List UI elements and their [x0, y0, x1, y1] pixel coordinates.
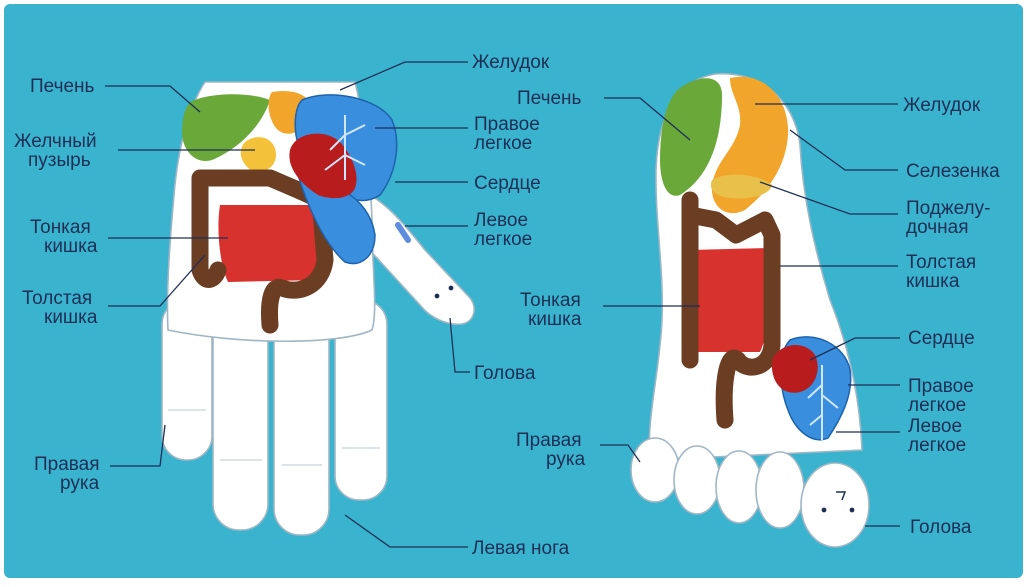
foot-label-right-arm-1: Правая [516, 430, 582, 451]
foot-label-right-lung-2: легкое [908, 395, 966, 416]
hand-label-left-lung-2: легкое [474, 229, 532, 250]
hand-label-heart: Сердце [474, 173, 541, 194]
foot-label-head: Голова [910, 517, 972, 538]
foot-label-right-arm-2: рука [546, 449, 586, 470]
hand-label-right-lung-1: Правое [474, 114, 540, 135]
hand-head-eye-left [435, 294, 440, 299]
background-panel [4, 4, 1023, 578]
hand-head-eye-right [449, 286, 454, 291]
hand-finger-3 [274, 310, 329, 535]
foot-label-pancreas-1: Поджелу- [906, 198, 990, 219]
hand-label-left-lung-1: Левое [474, 210, 528, 231]
hand-label-small-int-1: Тонкая [30, 217, 91, 238]
hand-label-right-arm-2: рука [60, 473, 100, 494]
hand-label-large-int-2: кишка [44, 307, 98, 328]
hand-label-liver: Печень [30, 76, 95, 97]
foot-toe-1 [631, 438, 679, 502]
foot-label-large-int-1: Толстая [906, 252, 976, 273]
foot-label-heart: Сердце [908, 328, 975, 349]
foot-label-small-int-2: кишка [528, 309, 582, 330]
hand-label-right-arm-1: Правая [34, 454, 100, 475]
foot-small-intestine [689, 248, 771, 352]
foot-head-eye-left [822, 508, 827, 513]
foot-label-large-int-2: кишка [906, 271, 960, 292]
foot-label-stomach: Желудок [903, 95, 981, 116]
hand-finger-2 [213, 310, 268, 530]
foot-big-toe [801, 463, 869, 547]
foot-label-pancreas-2: дочная [906, 217, 968, 238]
foot-label-liver: Печень [517, 88, 582, 109]
hand-label-right-lung-2: легкое [474, 133, 532, 154]
foot-toe-4 [756, 452, 804, 528]
foot-label-small-int-1: Тонкая [520, 290, 581, 311]
foot-label-spleen: Селезенка [906, 161, 1000, 182]
hand-label-left-leg: Левая нога [472, 538, 570, 559]
foot-label-left-lung-1: Левое [908, 416, 962, 437]
foot-toe-3 [716, 451, 762, 523]
hand-label-head: Голова [474, 363, 536, 384]
foot-label-right-lung-1: Правое [908, 376, 974, 397]
foot-toe-2 [674, 446, 720, 514]
hand-label-small-int-2: кишка [44, 236, 98, 257]
hand-label-stomach: Желудок [472, 52, 550, 73]
hand-label-large-int-1: Толстая [22, 288, 92, 309]
hand-label-gallbladder-1: Желчный [14, 131, 97, 152]
foot-head-eye-right [850, 508, 855, 513]
hand-label-gallbladder-2: пузырь [28, 150, 91, 171]
foot-label-left-lung-2: легкое [908, 435, 966, 456]
